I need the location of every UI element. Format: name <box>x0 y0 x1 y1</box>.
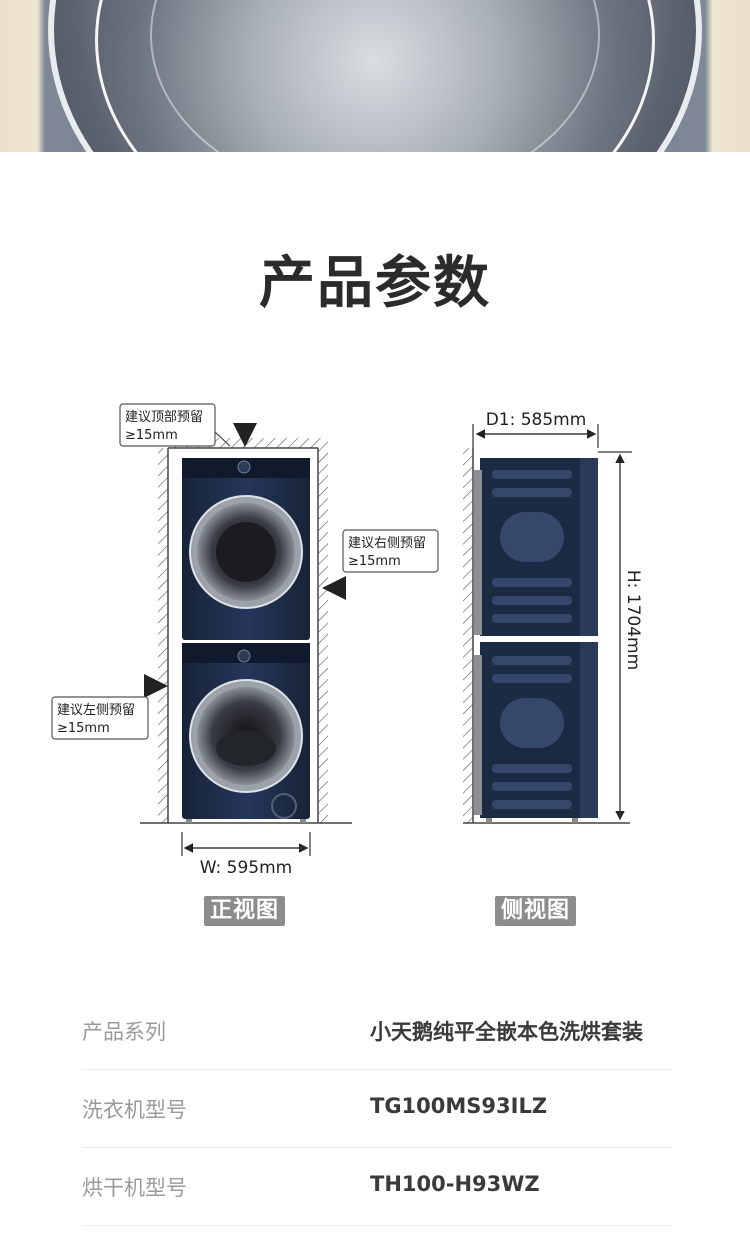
right-note-line2: ≥15mm <box>348 554 401 569</box>
hero-product-closeup <box>0 0 750 152</box>
right-wall <box>318 438 328 823</box>
front-view <box>51 403 439 856</box>
left-clearance-note <box>51 696 149 740</box>
height-label: H: 1704mm <box>623 570 643 670</box>
depth-label: D1: 585mm <box>486 410 587 430</box>
side-view-tag: 侧视图 <box>495 896 577 926</box>
right-clearance-note <box>342 529 439 573</box>
param-row-washer-model: 洗衣机型号 TG100MS93ILZ <box>82 1070 672 1148</box>
back-wall <box>463 448 473 823</box>
width-label: W: 595mm <box>200 858 293 878</box>
front-view-tag: 正视图 <box>204 896 286 926</box>
top-note-line1: 建议顶部预留 <box>125 410 203 425</box>
param-key: 洗衣机型号 <box>82 1098 187 1122</box>
param-row-dryer-model: 烘干机型号 TH100-H93WZ <box>82 1148 672 1226</box>
param-key: 烘干机型号 <box>82 1176 187 1200</box>
param-value: TG100MS93ILZ <box>370 1094 548 1118</box>
top-clearance-note <box>119 403 216 447</box>
param-key: 产品系列 <box>82 1020 166 1044</box>
top-note-line2: ≥15mm <box>125 428 178 443</box>
product-params-table: 产品系列 小天鹅纯平全嵌本色洗烘套装 洗衣机型号 TG100MS93ILZ 烘干… <box>82 992 672 1226</box>
section-title: 产品参数 <box>259 251 491 316</box>
right-note-line1: 建议右侧预留 <box>348 536 426 551</box>
left-wall <box>158 448 168 823</box>
param-row-series: 产品系列 小天鹅纯平全嵌本色洗烘套装 <box>82 992 672 1070</box>
left-note-line2: ≥15mm <box>57 721 110 736</box>
param-value: TH100-H93WZ <box>370 1172 540 1196</box>
param-value: 小天鹅纯平全嵌本色洗烘套装 <box>370 1020 643 1044</box>
left-note-line1: 建议左侧预留 <box>57 703 135 718</box>
side-view <box>463 424 632 824</box>
